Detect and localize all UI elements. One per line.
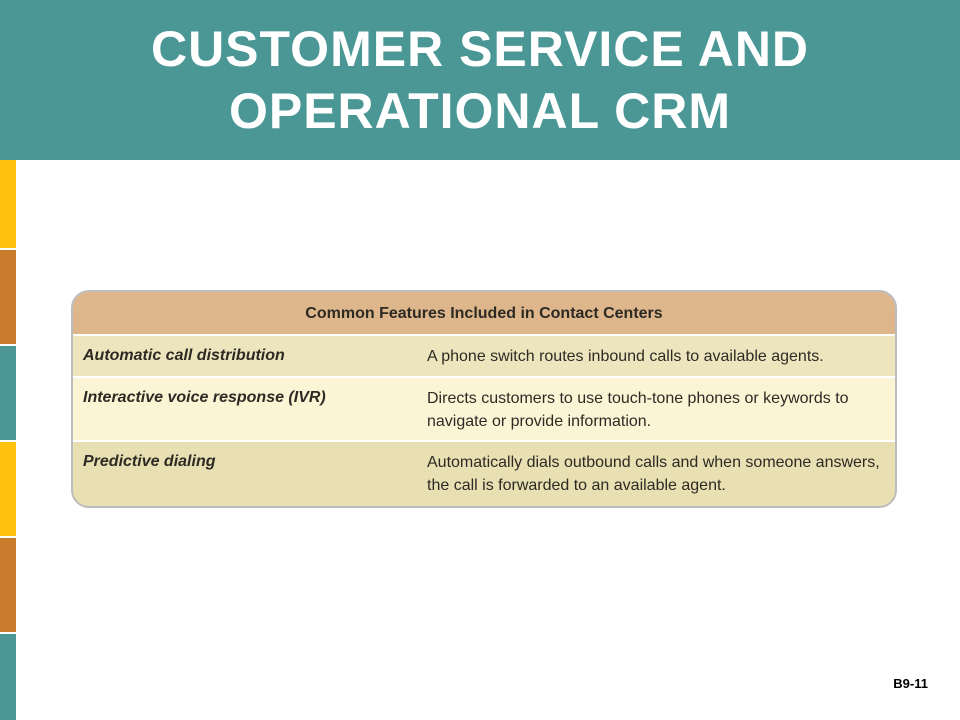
table-row: Predictive dialing Automatically dials o… [73, 440, 895, 506]
sidebar-block-orange [0, 538, 16, 632]
description-cell: Directs customers to use touch-tone phon… [427, 390, 849, 430]
feature-cell: Predictive dialing [83, 453, 216, 470]
slide-title-line-1: CUSTOMER SERVICE AND [150, 21, 810, 77]
sidebar-block-yellow [0, 442, 16, 536]
contact-center-features-table: Common Features Included in Contact Cent… [71, 290, 897, 508]
feature-cell: Automatic call distribution [83, 347, 285, 364]
sidebar-block-teal [0, 346, 16, 440]
sidebar-divider [0, 248, 16, 250]
sidebar-block-yellow [0, 160, 16, 248]
page-number: B9-11 [893, 676, 928, 691]
slide-title: CUSTOMER SERVICE AND OPERATIONAL CRM [0, 18, 960, 142]
sidebar-divider [0, 632, 16, 634]
description-cell: A phone switch routes inbound calls to a… [427, 348, 824, 365]
sidebar-divider [0, 440, 16, 442]
sidebar-block-teal [0, 634, 16, 720]
decorative-sidebar [0, 160, 16, 720]
table-row: Interactive voice response (IVR) Directs… [73, 376, 895, 440]
feature-cell: Interactive voice response (IVR) [83, 389, 326, 406]
slide-title-line-2: OPERATIONAL CRM [228, 83, 732, 139]
table-header: Common Features Included in Contact Cent… [73, 292, 895, 336]
table-row: Automatic call distribution A phone swit… [73, 334, 895, 376]
sidebar-divider [0, 344, 16, 346]
description-cell: Automatically dials outbound calls and w… [427, 454, 880, 494]
sidebar-block-orange [0, 250, 16, 344]
sidebar-divider [0, 536, 16, 538]
title-band [0, 0, 960, 160]
